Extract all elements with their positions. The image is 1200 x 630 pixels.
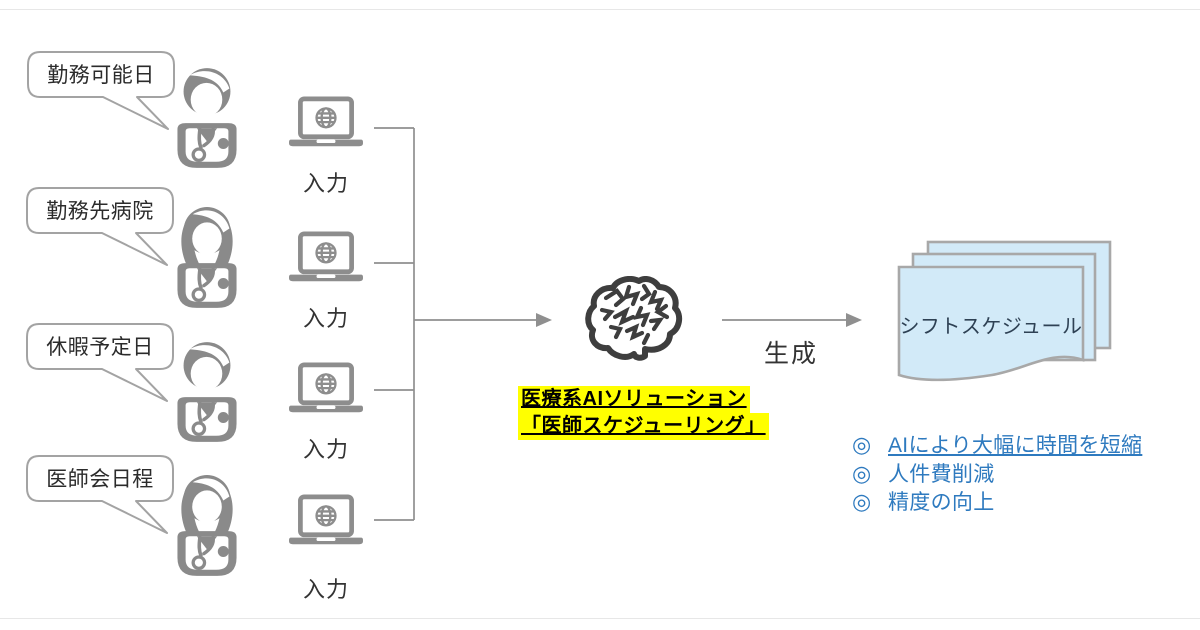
double-circle-bullet-icon: ◎	[852, 432, 872, 457]
ai-brain-icon	[585, 276, 683, 361]
benefit-item: ◎ AIにより大幅に時間を短縮	[852, 429, 1142, 458]
input-label: 入力	[302, 171, 349, 196]
benefit-text: AIにより大幅に時間を短縮	[888, 434, 1143, 457]
speech-bubble	[26, 323, 174, 402]
speech-bubble-label: 勤務可能日	[47, 64, 155, 87]
doctor-male-icon	[177, 68, 237, 168]
doctor-female-icon	[177, 207, 237, 308]
generate-label: 生成	[763, 340, 818, 368]
double-circle-bullet-icon: ◎	[852, 460, 872, 486]
speech-bubble-label: 勤務先病院	[46, 200, 154, 223]
benefit-text: 精度の向上	[888, 491, 995, 514]
bottom-border-line	[0, 618, 1200, 619]
benefit-text: 人件費削減	[888, 462, 995, 486]
laptop-globe-icon	[289, 231, 363, 282]
stacked-documents-icon	[897, 240, 1112, 382]
speech-bubble	[27, 51, 175, 130]
laptop-globe-icon	[289, 362, 363, 413]
laptop-globe-icon	[289, 96, 363, 147]
speech-bubble	[26, 455, 174, 534]
ai-solution-title-line1: 医療系AIソリューション	[518, 386, 750, 413]
doctor-male-icon	[177, 342, 237, 442]
top-border-line	[0, 9, 1200, 10]
document-label: シフトスケジュール	[899, 316, 1083, 338]
arrowhead-to-brain	[536, 313, 552, 327]
speech-bubble-label: 休暇予定日	[46, 336, 154, 359]
speech-bubble	[26, 187, 174, 266]
benefit-item: ◎ 人件費削減	[852, 458, 1142, 487]
double-circle-bullet-icon: ◎	[852, 489, 872, 514]
benefit-item: ◎ 精度の向上	[852, 486, 1142, 515]
ai-solution-title-line2: 「医師スケジューリング」	[518, 413, 769, 440]
benefits-list: ◎ AIにより大幅に時間を短縮 ◎ 人件費削減 ◎ 精度の向上	[852, 429, 1142, 515]
input-label: 入力	[302, 437, 349, 462]
input-label: 入力	[302, 306, 349, 331]
ai-solution-label: 医療系AIソリューション 「医師スケジューリング」	[518, 386, 769, 440]
speech-bubble-label: 医師会日程	[46, 468, 154, 491]
doctor-female-icon	[177, 475, 237, 576]
laptop-globe-icon	[289, 494, 363, 545]
arrowhead-to-documents	[846, 313, 862, 327]
input-label: 入力	[302, 577, 349, 602]
